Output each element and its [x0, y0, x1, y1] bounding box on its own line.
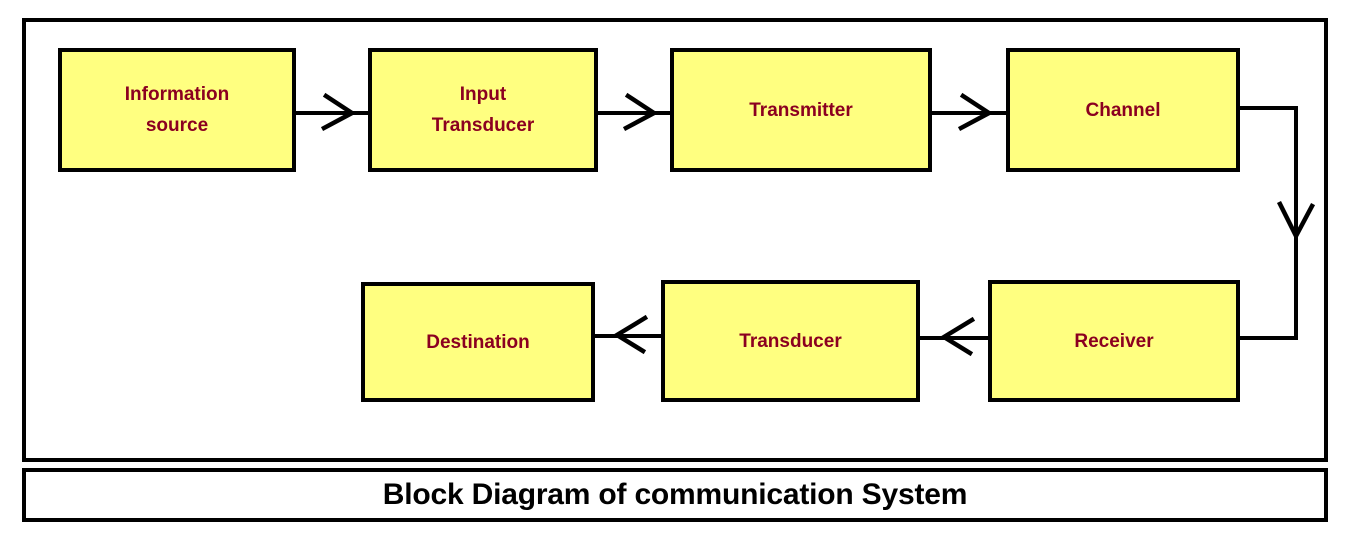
- block-transducer[interactable]: Transducer: [661, 280, 920, 402]
- arrowhead-right-icon: [320, 92, 360, 132]
- block-label-line: Input: [459, 84, 507, 105]
- arrowhead-down-icon: [1276, 200, 1316, 244]
- block-label-line: Destination: [426, 331, 530, 353]
- connector-channel-out-horizontal: [1238, 106, 1298, 110]
- block-information-source[interactable]: Information source: [58, 48, 296, 172]
- connector-channel-to-receiver-vertical: [1294, 106, 1298, 340]
- block-label-line: Transducer: [739, 330, 842, 352]
- arrowhead-left-icon: [936, 316, 978, 357]
- block-label-line: Transducer: [431, 115, 535, 136]
- connector-receiver-in-horizontal: [1238, 336, 1298, 340]
- connector-transmitter-to-channel: [932, 111, 1008, 115]
- diagram-title: Block Diagram of communication System: [382, 478, 968, 511]
- block-channel[interactable]: Channel: [1006, 48, 1240, 172]
- block-receiver[interactable]: Receiver: [988, 280, 1240, 402]
- connector-receiver-to-transducer: [920, 336, 990, 340]
- block-label-line: Transmitter: [749, 99, 853, 121]
- block-label-line: Receiver: [1074, 330, 1154, 352]
- block-label-line: Channel: [1085, 99, 1161, 121]
- block-destination[interactable]: Destination: [361, 282, 595, 402]
- diagram-outer-frame: [22, 18, 1328, 462]
- connector-input-transducer-to-transmitter: [598, 111, 672, 115]
- block-transmitter[interactable]: Transmitter: [670, 48, 932, 172]
- block-label-line: source: [145, 115, 209, 136]
- connector-information-source-to-input-transducer: [296, 111, 370, 115]
- block-label-line: Information: [124, 84, 230, 105]
- connector-transducer-to-destination: [594, 334, 664, 338]
- arrowhead-right-icon: [957, 92, 997, 132]
- arrowhead-left-icon: [609, 314, 651, 355]
- arrowhead-right-icon: [622, 92, 662, 132]
- diagram-title-bar: Block Diagram of communication System: [22, 468, 1328, 522]
- block-input-transducer[interactable]: Input Transducer: [368, 48, 598, 172]
